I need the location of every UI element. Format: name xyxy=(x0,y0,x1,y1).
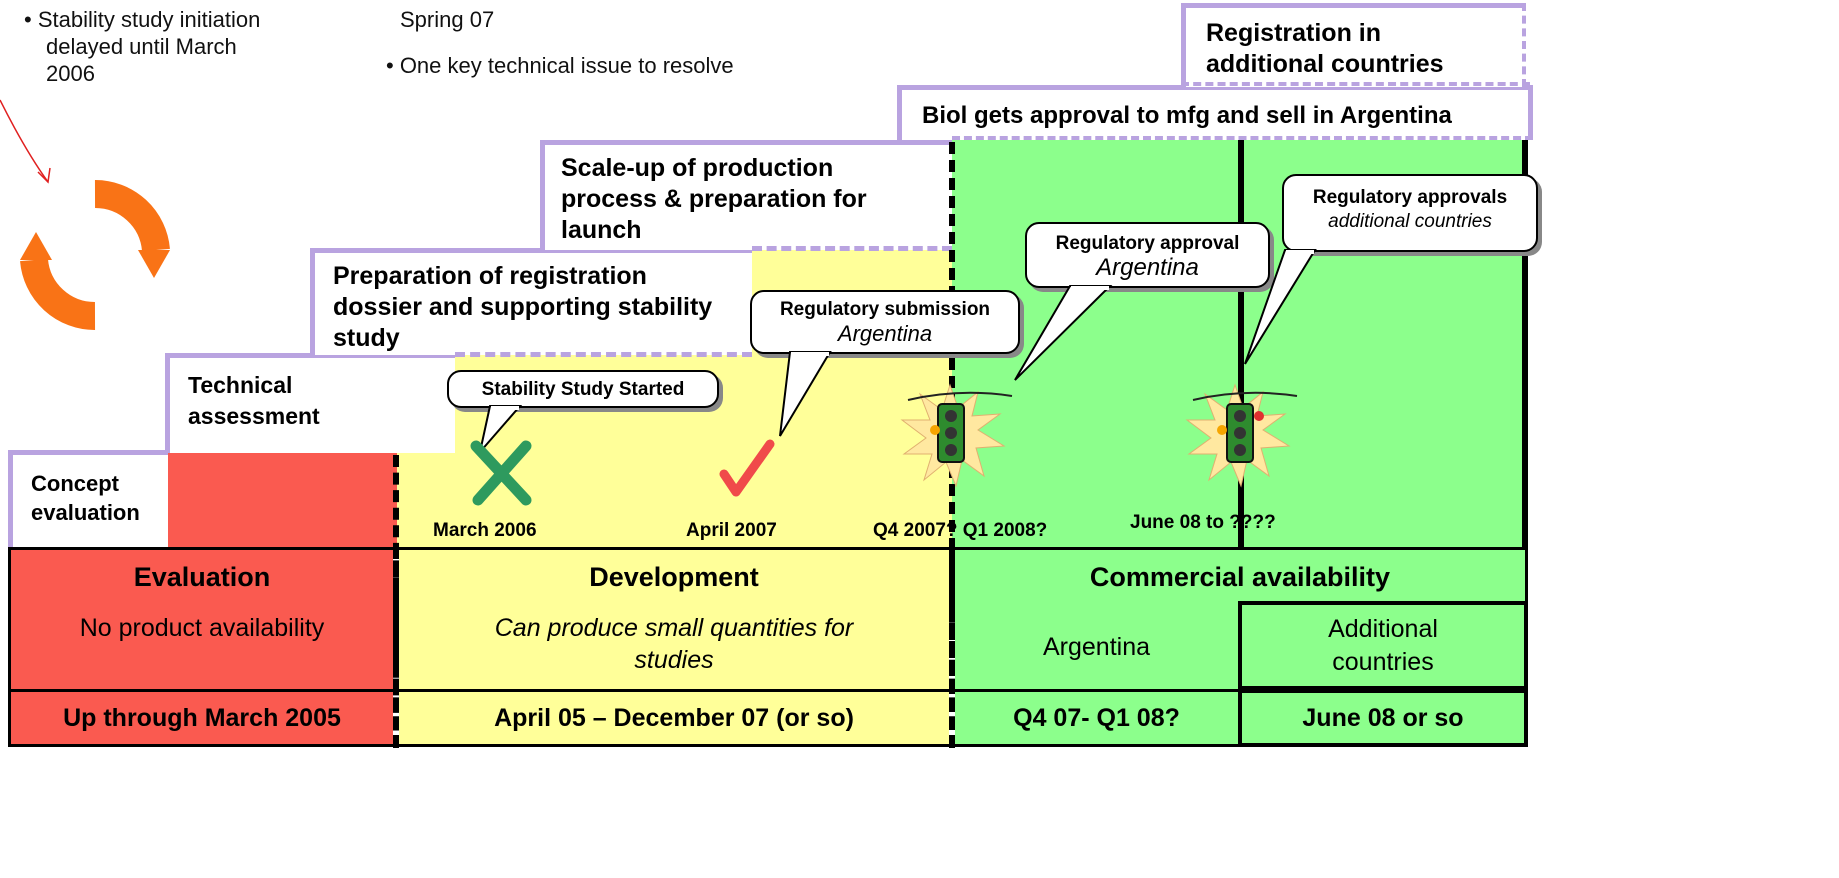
table-divider-comm xyxy=(949,547,955,747)
step-additional-registration: Registration in additional countries xyxy=(1181,3,1526,87)
date-additional: June 08 or so xyxy=(1238,689,1528,747)
callout-regulatory-approval: Regulatory approval Argentina xyxy=(1025,222,1270,288)
header-commercial: Commercial availability xyxy=(955,550,1525,604)
step-concept-line-2: evaluation xyxy=(31,500,140,525)
step-registration-prep: Preparation of registration dossier and … xyxy=(310,248,752,355)
availability-argentina-text: Argentina xyxy=(1042,632,1151,661)
timeline-march-2006: March 2006 xyxy=(433,520,537,541)
callout-approval-italic: Argentina xyxy=(1096,254,1199,281)
date-evaluation-text: Up through March 2005 xyxy=(63,703,341,732)
date-argentina-text: Q4 07- Q1 08? xyxy=(1013,703,1180,732)
callout-submission-italic: Argentina xyxy=(837,321,933,346)
note-left: • Stability study initiation delayed unt… xyxy=(24,6,260,87)
timeline-q4-2007: Q4 2007? Q1 2008? xyxy=(873,520,1048,541)
arrow-icon xyxy=(0,99,51,184)
callout-regulatory-submission: Regulatory submission Argentina xyxy=(750,290,1020,354)
step-registration-line-3: study xyxy=(333,324,400,352)
additional-dash-underline xyxy=(1181,82,1530,86)
table-divider-dev xyxy=(393,547,399,747)
callout-approval-bold: Regulatory approval xyxy=(1055,233,1240,254)
callout-stability-text: Stability Study Started xyxy=(481,379,685,400)
availability-development: Can produce small quantities for studies xyxy=(399,604,949,690)
callout-approvals-bold: Regulatory approvals xyxy=(1312,187,1508,208)
x-mark-icon xyxy=(470,440,532,506)
callout-submission-tail xyxy=(779,351,832,437)
step-registration-line-2: dossier and supporting stability xyxy=(333,293,713,321)
note-middle-bullet: • One key technical issue to resolve xyxy=(386,53,734,78)
divider-additional-countries xyxy=(1238,140,1244,548)
callout-approval-tail xyxy=(1014,285,1113,381)
traffic-light-argentina-icon xyxy=(900,383,1013,488)
note-left-line-1: • Stability study initiation xyxy=(24,7,261,32)
step-additional-line-1: Registration in xyxy=(1206,19,1382,47)
timeline-june-08: June 08 to ???? xyxy=(1130,512,1276,533)
availability-additional: Additional countries xyxy=(1238,601,1528,690)
step-scaleup-line-1: Scale-up of production xyxy=(561,154,834,182)
callout-regulatory-approvals: Regulatory approvals additional countrie… xyxy=(1282,174,1538,252)
note-left-line-3: 2006 xyxy=(46,61,95,86)
checkmark-icon xyxy=(719,439,775,497)
date-development-text: April 05 – December 07 (or so) xyxy=(494,703,854,732)
refresh-cycle-icon xyxy=(20,180,170,330)
date-development: April 05 – December 07 (or so) xyxy=(399,692,949,744)
header-development: Development xyxy=(399,550,949,604)
step-concept-evaluation: Concept evaluation xyxy=(8,450,168,550)
availability-development-text: Can produce small quantities for studies xyxy=(494,614,854,674)
step-scaleup-line-3: launch xyxy=(561,216,642,244)
step-technical-assessment: Technical assessment xyxy=(165,353,455,453)
date-additional-text: June 08 or so xyxy=(1302,703,1464,732)
availability-evaluation-text: No product availability xyxy=(79,614,325,642)
step-technical-line-2: assessment xyxy=(188,403,320,429)
step-additional-line-2: additional countries xyxy=(1206,50,1444,78)
availability-evaluation: No product availability xyxy=(11,604,393,690)
registration-dash-underline xyxy=(455,352,752,357)
scaleup-dash-underline xyxy=(752,246,952,251)
callout-approvals-tail xyxy=(1244,249,1317,365)
step-registration-line-1: Preparation of registration xyxy=(333,262,647,290)
note-middle-top: Spring 07 xyxy=(400,7,495,32)
callout-stability-started: Stability Study Started xyxy=(447,370,719,408)
divider-right-edge xyxy=(1522,140,1528,548)
evaluation-phase-bg xyxy=(165,452,397,547)
step-concept-line-1: Concept xyxy=(31,471,119,496)
step-biol-approval-text: Biol gets approval to mfg and sell in Ar… xyxy=(922,102,1452,129)
step-scaleup: Scale-up of production process & prepara… xyxy=(540,140,952,250)
step-technical-line-1: Technical xyxy=(188,372,293,398)
availability-argentina: Argentina xyxy=(955,604,1238,690)
header-development-text: Development xyxy=(589,561,759,592)
callout-submission-bold: Regulatory submission xyxy=(779,299,991,320)
dates-row-border xyxy=(8,689,1528,692)
header-evaluation-text: Evaluation xyxy=(133,561,271,592)
header-commercial-text: Commercial availability xyxy=(1089,561,1391,592)
step-biol-approval: Biol gets approval to mfg and sell in Ar… xyxy=(897,85,1533,140)
header-evaluation: Evaluation xyxy=(11,550,393,604)
biol-dash-underline xyxy=(952,136,1533,140)
callout-stability-tail xyxy=(480,405,523,453)
date-evaluation: Up through March 2005 xyxy=(11,692,393,744)
note-left-line-2: delayed until March xyxy=(46,34,237,59)
date-argentina: Q4 07- Q1 08? xyxy=(955,692,1238,744)
step-scaleup-line-2: process & preparation for xyxy=(561,185,867,213)
callout-approvals-italic: additional countries xyxy=(1328,211,1492,232)
availability-additional-text: Additional countries xyxy=(1328,614,1438,676)
traffic-light-additional-icon xyxy=(1185,383,1298,488)
timeline-april-2007: April 2007 xyxy=(686,520,777,541)
